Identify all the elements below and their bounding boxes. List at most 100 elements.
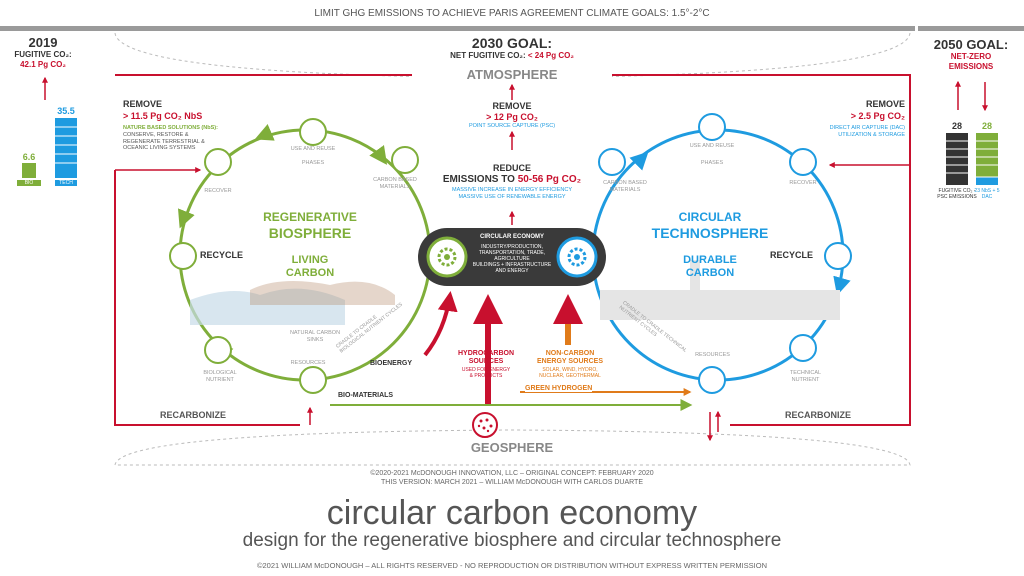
remove-center-value: > 12 Pg CO₂ — [486, 112, 538, 122]
noncarbon-label: NON-CARBON ENERGY SOURCES — [520, 350, 620, 366]
bio-node-use — [299, 118, 327, 146]
recarbonize-right: RECARBONIZE — [785, 410, 852, 420]
remove-right-title: REMOVE — [865, 99, 905, 109]
copyright-line1: ©2020-2021 McDONOUGH INNOVATION, LLC – O… — [370, 470, 654, 477]
tech-node-resources — [698, 366, 726, 394]
noncarbon-sub: SOLAR, WIND, HYDRO, NUCLEAR, GEOTHERMAL — [520, 367, 620, 379]
goal-2030-subtitle: NET FUGITIVE CO₂: < 24 Pg CO₂ — [362, 51, 662, 60]
goal-2030-subtitle-value: < 24 Pg CO₂ — [527, 51, 574, 60]
goal-2030-title: 2030 GOAL: — [471, 35, 553, 51]
atmosphere-arc — [114, 32, 911, 79]
biomaterials-label: BIO-MATERIALS — [338, 392, 394, 399]
noncarbon-line2: ENERGY SOURCES — [537, 358, 603, 365]
footer: ©2021 WILLIAM McDONOUGH – ALL RIGHTS RES… — [256, 561, 768, 570]
bar-tech-2019 — [55, 118, 77, 178]
tech-gear-icon — [567, 247, 587, 267]
tech-resources: RESOURCES — [695, 352, 730, 358]
tech-nutrient: TECHNICAL NUTRIENT — [789, 370, 822, 383]
hydrocarbon-line3: USED FOR ENERGY — [461, 367, 511, 373]
remove-right-line1: DIRECT AIR CAPTURE (DAC) — [829, 125, 905, 131]
noncarbon-line1: NON-CARBON — [545, 350, 595, 357]
bio-node-materials — [391, 146, 419, 174]
reduce-line2: MASSIVE USE OF RENEWABLE ENERGY — [458, 194, 566, 200]
reduce-value-prefix: EMISSIONS TO — [442, 174, 515, 185]
tech-node-materials — [598, 148, 626, 176]
tech-phases: PHASES — [700, 160, 724, 166]
tech-node-use — [698, 113, 726, 141]
recarbonize-left: RECARBONIZE — [160, 410, 227, 420]
remove-right-value: > 2.5 Pg CO₂ — [850, 111, 905, 121]
ce-line4: BUILDINGS + INFRASTRUCTURE — [472, 262, 552, 268]
bar-removal-value: 28 — [981, 121, 992, 131]
city-shape — [600, 260, 840, 320]
bio-carbon-based: CARBON BASED MATERIALS — [373, 177, 417, 190]
goal-2050-title: 2050 GOAL: — [933, 37, 1009, 52]
bio-node-recover — [204, 148, 232, 176]
bar-fugitive-value: 28 — [951, 121, 962, 131]
geosphere-arc — [114, 429, 911, 466]
bio-node-nutrient — [204, 336, 232, 364]
bioenergy-label: BIOENERGY — [370, 360, 413, 367]
bar-bio-value: 6.6 — [22, 152, 36, 162]
bio-node-recycle — [169, 242, 197, 270]
circular-economy-capsule — [418, 228, 606, 286]
bio-sub1: LIVING — [291, 254, 329, 266]
remove-right-line2: UTILIZATION & STORAGE — [838, 132, 905, 138]
tech-title2: TECHNOSPHERE — [651, 225, 769, 241]
bio-use-reuse: USE AND REUSE — [290, 146, 336, 152]
remove-center-title: REMOVE — [492, 101, 532, 111]
bar-removal-2050 — [976, 133, 998, 185]
technosphere-arrow-3 — [629, 151, 649, 171]
tech-title1: CIRCULAR — [678, 210, 742, 224]
geosphere-label: GEOSPHERE — [470, 440, 554, 455]
reduce-value-row: EMISSIONS TO 50-56 Pg CO₂ — [402, 174, 622, 185]
bar-tech-value: 35.5 — [57, 106, 75, 116]
bio-title1: REGENERATIVE — [263, 210, 357, 224]
hydrocarbon-label: HYDROCARBON SOURCES — [446, 350, 526, 366]
bio-sub2: CARBON — [285, 267, 335, 279]
tech-use-reuse: USE AND REUSE — [689, 143, 735, 149]
bio-resources: RESOURCES — [290, 360, 326, 366]
top-banner: LIMIT GHG EMISSIONS TO ACHIEVE PARIS AGR… — [314, 8, 710, 19]
hydrocarbon-line4: & PRODUCTS — [469, 373, 503, 379]
bio-nutrient: BIOLOGICAL NUTRIENT — [203, 370, 237, 383]
banner-bar-center — [115, 26, 915, 31]
fugitive-value: 42.1 Pg CO₂ — [20, 60, 66, 69]
ce-line2: TRANSPORTATION, TRADE, — [478, 250, 546, 256]
copyright-line2: THIS VERSION: MARCH 2021 – WILLIAM McDON… — [380, 479, 644, 486]
hydrocarbon-line1: HYDROCARBON — [458, 350, 514, 357]
tech-node-recover — [789, 148, 817, 176]
tech-recover: RECOVER — [789, 180, 817, 186]
ce-line1: INDUSTRY/PRODUCTION, — [481, 244, 543, 250]
reduce-value: 50-56 Pg CO₂ — [517, 174, 582, 185]
year-2019: 2019 — [28, 35, 58, 50]
ce-title: CIRCULAR ECONOMY — [480, 234, 544, 240]
ce-line5: AND ENERGY — [495, 268, 529, 274]
remove-left-value: > 11.5 Pg CO₂ NbS — [123, 111, 203, 121]
bio-natural-sinks: NATURAL CARBON SINKS — [289, 330, 341, 343]
biosphere-arrow-2 — [177, 208, 195, 229]
remove-left-title: REMOVE — [123, 99, 163, 109]
main-subtitle: design for the regenerative biosphere an… — [242, 530, 782, 551]
ce-line3: AGRICULTURE — [494, 256, 530, 262]
noncarbon-line3: SOLAR, WIND, HYDRO, — [542, 367, 598, 373]
hydrocarbon-dots-icon — [477, 418, 493, 433]
goal-2030-subtitle-prefix: NET FUGITIVE CO₂: — [450, 51, 526, 60]
green-hydrogen-label: GREEN HYDROGEN — [525, 385, 593, 392]
hydrocarbon-line2: SOURCES — [468, 358, 504, 365]
remove-left-line2: CONSERVE, RESTORE & REGENERATE TERRESTRI… — [123, 132, 205, 151]
tech-node-recycle — [824, 242, 852, 270]
bio-gear-icon — [437, 247, 457, 267]
bio-node-resources — [299, 366, 327, 394]
banner-bar-left — [0, 26, 115, 31]
reduce-line1: MASSIVE INCREASE IN ENERGY EFFICIENCY — [451, 187, 572, 193]
red-frame-right — [555, 74, 911, 426]
ce-lines: INDUSTRY/PRODUCTION, TRANSPORTATION, TRA… — [462, 244, 562, 274]
hydrocarbon-sub: USED FOR ENERGY & PRODUCTS — [446, 367, 526, 379]
geosphere-circle — [472, 412, 498, 438]
bar-fugitive-2050 — [946, 133, 968, 185]
main-title: circular carbon economy — [326, 494, 698, 532]
tech-node-nutrient — [789, 334, 817, 362]
banner-bar-right — [918, 26, 1024, 31]
goal-2050-subtitle: NET-ZERO EMISSIONS — [948, 52, 994, 71]
